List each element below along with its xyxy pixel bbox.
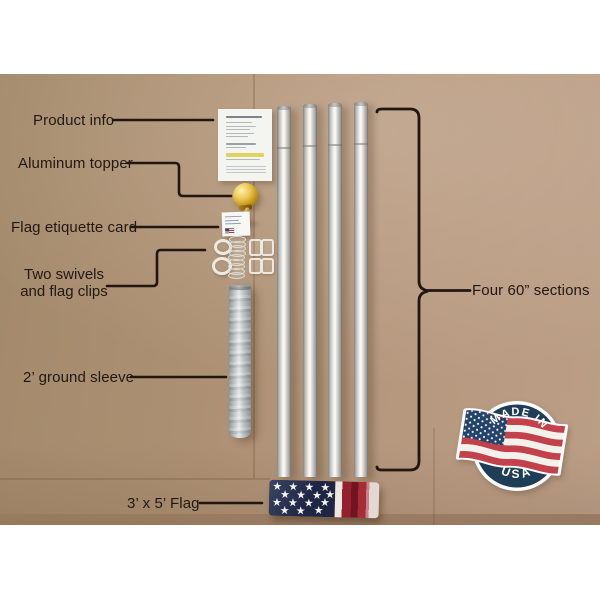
backdrop-seam-horizontal (0, 478, 270, 480)
swivel-strap-2 (228, 254, 245, 280)
flagpole-section-2 (303, 104, 317, 477)
label-two-swivels: Two swivels and flag clips (14, 266, 114, 300)
label-two-swivels-line2: and flag clips (20, 283, 108, 300)
ground-sleeve (229, 285, 251, 438)
backdrop-seam-vertical (253, 74, 255, 478)
swivel-strap-1 (229, 236, 246, 257)
bottom-white-band (0, 525, 600, 600)
badge-arc-bottom-text: USA (499, 464, 531, 481)
connector-two-swivels (105, 248, 207, 288)
made-in-usa-badge: MADE IN USA (450, 392, 584, 509)
badge-flag-icon (455, 408, 569, 476)
flag-clip-4 (261, 258, 274, 274)
product-info-sheet (218, 109, 272, 181)
label-four-sections: Four 60” sections (472, 282, 590, 299)
label-ground-sleeve: 2’ ground sleeve (23, 369, 135, 386)
flag-clip-2 (261, 239, 274, 256)
label-two-swivels-line1: Two swivels (23, 266, 105, 283)
flagpole-section-4 (354, 102, 368, 477)
connector-aluminum-topper (126, 161, 233, 198)
floor-edge-shadow (0, 514, 600, 525)
gold-ball-topper (233, 183, 258, 208)
label-flag: 3’ x 5’ Flag (127, 495, 200, 512)
bracket-four-sections (375, 107, 472, 472)
top-white-band (0, 0, 600, 74)
label-product-info: Product info (33, 112, 115, 129)
label-aluminum-topper: Aluminum topper (18, 155, 133, 172)
flagpole-section-3 (328, 103, 342, 477)
label-flag-etiquette-card: Flag etiquette card (11, 219, 138, 236)
flagpole-section-1 (277, 106, 291, 477)
backdrop-seam-vertical-right (433, 428, 435, 525)
paper-title-line (226, 116, 262, 119)
paper-highlighted-line (226, 153, 264, 157)
svg-text:USA: USA (499, 464, 534, 481)
